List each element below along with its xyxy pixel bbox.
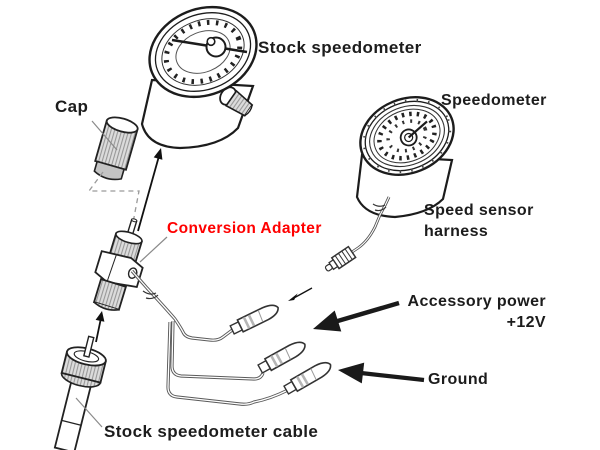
- cap-leader-line: [91, 120, 118, 151]
- cap-dashed-line: [87, 171, 140, 229]
- speedometer2-needle: [407, 120, 428, 139]
- speed-sensor-harness: [324, 196, 391, 272]
- stock-speedometer-gauge: [140, 5, 258, 150]
- conversion-adapter-label: Conversion Adapter: [167, 220, 322, 237]
- tie-wrap: [372, 203, 387, 212]
- tie-wrap: [142, 290, 159, 300]
- cap-part: [93, 116, 139, 181]
- cap-label: Cap: [55, 97, 89, 116]
- conversion-adapter-part: [92, 218, 144, 311]
- speed-sensor-harness-connector: [324, 245, 357, 272]
- ground-connector: [283, 361, 332, 395]
- cable-inner-pin: [83, 335, 95, 358]
- ground-label: Ground: [428, 371, 489, 388]
- adapter-wire-harness: [130, 269, 332, 406]
- arrow-adapter-to-speedometer: [137, 148, 163, 232]
- speed-sensor-harness-label: Speed sensor harness: [424, 202, 534, 240]
- speedometer-gauge: [355, 96, 455, 219]
- speed-signal-connector: [229, 304, 279, 335]
- stock-speedometer-label: Stock speedometer: [258, 38, 422, 57]
- conversion-adapter-leader-line: [139, 236, 168, 263]
- arrow-cable-to-adapter: [95, 311, 105, 343]
- stock-speedometer-cable-label: Stock speedometer cable: [104, 422, 319, 441]
- accessory-power-arrow: [313, 300, 400, 332]
- accessory-power-label: Accessory power +12V: [407, 293, 546, 331]
- accessory-power-connector: [257, 341, 306, 374]
- speedometer-label: Speedometer: [441, 92, 547, 109]
- ground-arrow: [338, 362, 425, 384]
- cable-leader-line: [75, 397, 103, 428]
- arrow-harness-to-connector: [288, 287, 313, 301]
- trip-reset-knob: [219, 86, 254, 117]
- stock-speedometer-cable-part: [53, 335, 107, 450]
